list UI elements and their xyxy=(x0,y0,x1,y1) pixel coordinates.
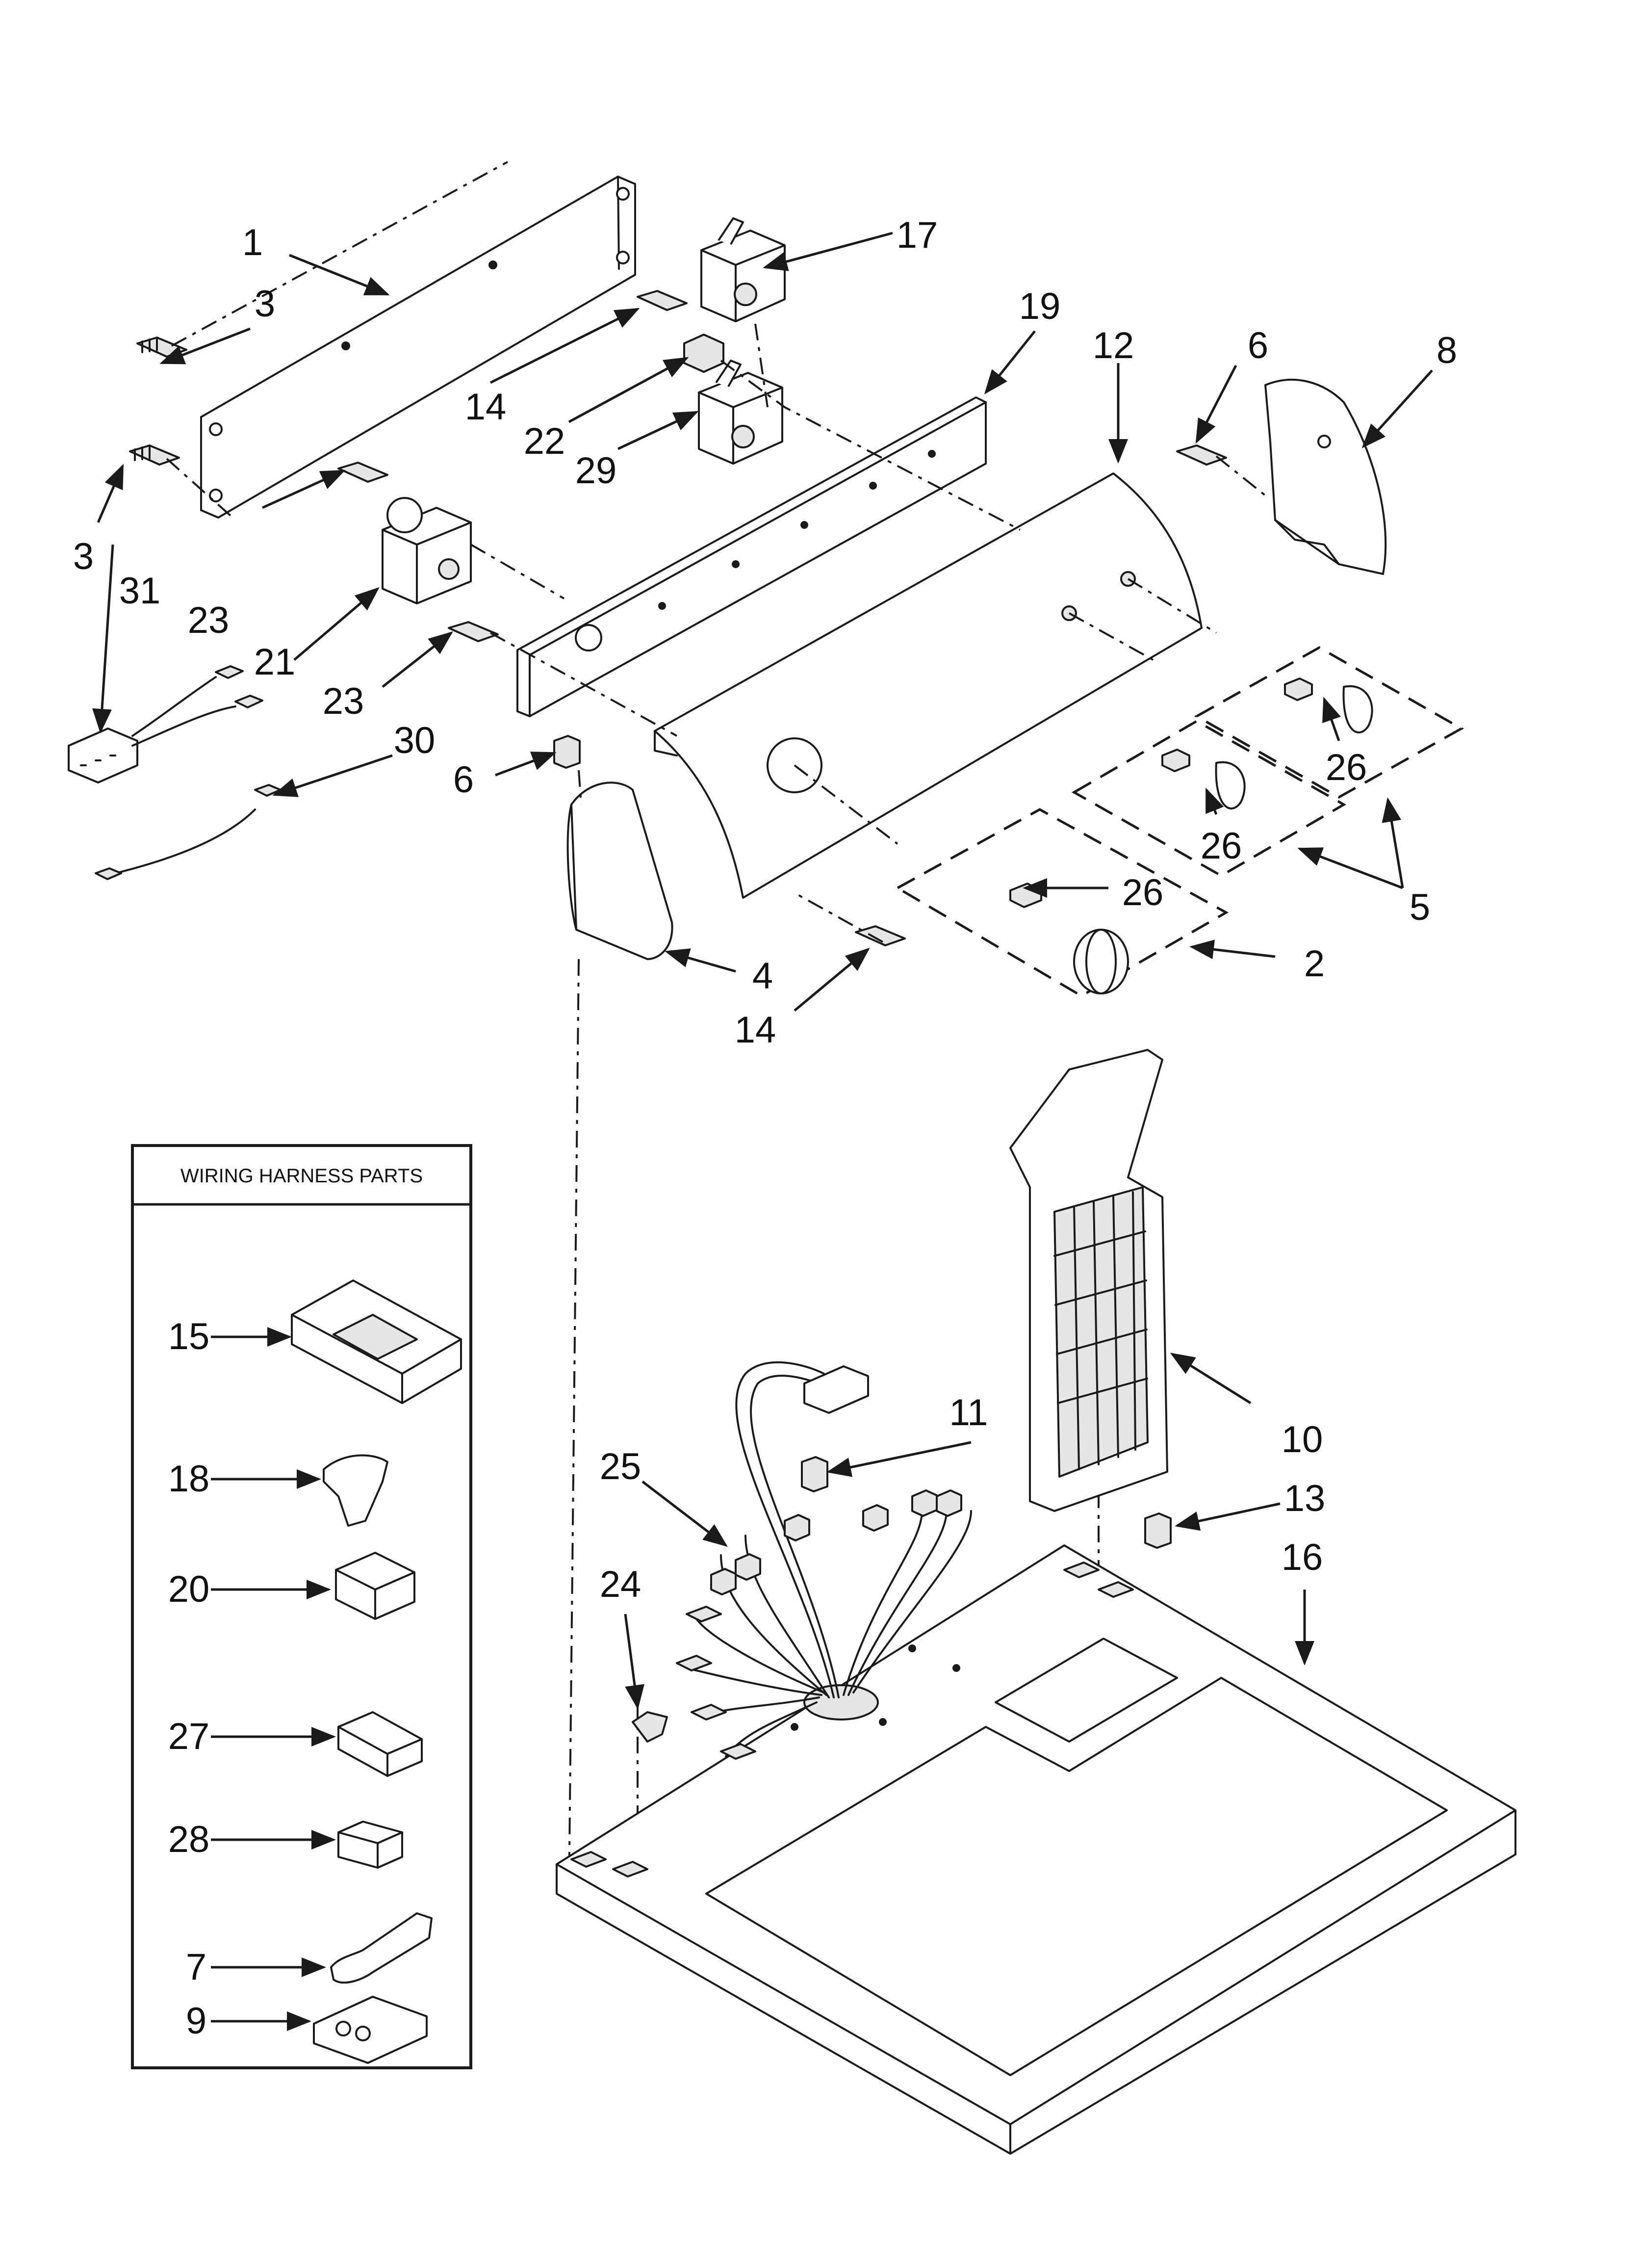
part-29-switch xyxy=(698,360,783,465)
part-3-screw-upper xyxy=(136,337,187,358)
callout-8: 8 xyxy=(1437,330,1457,371)
part-30-wire xyxy=(95,784,282,880)
callout-23-upper: 23 xyxy=(188,600,230,641)
part-17-switch xyxy=(700,217,786,322)
harness-parts-title: WIRING HARNESS PARTS xyxy=(180,1165,423,1187)
part-1-mounting-bracket xyxy=(200,176,636,519)
callout-4: 4 xyxy=(752,955,773,997)
part-28-connector xyxy=(337,1821,403,1869)
part-20-connector xyxy=(335,1552,415,1620)
part-15-connector-block xyxy=(291,1279,462,1404)
callout-13: 13 xyxy=(1284,1478,1326,1519)
callout-15: 15 xyxy=(168,1316,210,1357)
callout-30: 30 xyxy=(394,720,436,761)
part-21-timer xyxy=(382,497,472,604)
part-8-end-cap-right xyxy=(1264,379,1387,575)
part-6-screw-left xyxy=(553,735,581,769)
callout-10: 10 xyxy=(1282,1419,1323,1460)
callout-7: 7 xyxy=(186,1946,206,1988)
callout-17: 17 xyxy=(897,214,938,256)
part-10-lint-screen xyxy=(1009,1049,1168,1512)
callout-3-upper: 3 xyxy=(255,283,275,325)
callout-5: 5 xyxy=(1410,886,1430,928)
callout-12: 12 xyxy=(1093,325,1134,366)
callout-labels: 1 3 3 17 14 22 29 19 12 6 8 31 23 21 23 … xyxy=(73,214,1457,2042)
callout-1: 1 xyxy=(242,222,263,263)
callout-20: 20 xyxy=(168,1568,210,1610)
part-16-top-panel xyxy=(556,1544,1516,2155)
knob-box-2 xyxy=(895,808,1229,997)
part-25-main-harness xyxy=(676,1361,972,1760)
callout-26-upper: 26 xyxy=(1326,747,1367,788)
part-23-screw-lower xyxy=(448,621,499,642)
part-18-clip xyxy=(323,1454,388,1527)
part-23-screw-upper xyxy=(337,462,388,483)
callout-9: 9 xyxy=(186,2000,206,2042)
callout-23-lower: 23 xyxy=(323,680,364,722)
knob-box-5-upper xyxy=(1194,646,1464,799)
part-24-clip xyxy=(632,1711,668,1743)
callout-14-upper: 14 xyxy=(465,386,507,428)
callout-6-right: 6 xyxy=(1248,325,1268,366)
callout-19: 19 xyxy=(1019,286,1061,327)
part-14-screw-lower xyxy=(855,925,906,946)
callout-18: 18 xyxy=(168,1458,210,1500)
callout-16: 16 xyxy=(1282,1537,1323,1578)
part-7-terminal xyxy=(330,1912,433,1984)
part-6-screw-right xyxy=(1176,444,1227,466)
callout-21: 21 xyxy=(254,641,296,683)
callout-26-middle: 26 xyxy=(1201,825,1242,867)
callout-2: 2 xyxy=(1304,943,1325,985)
callout-3-lower: 3 xyxy=(73,536,94,577)
callout-28: 28 xyxy=(168,1819,210,1860)
part-31-harness xyxy=(68,665,263,783)
callout-26-lower: 26 xyxy=(1122,872,1164,913)
callout-11: 11 xyxy=(949,1392,988,1434)
part-11-screw xyxy=(801,1456,828,1492)
part-13-screw xyxy=(1144,1512,1172,1549)
part-19-control-plate xyxy=(516,396,987,717)
part-9-terminal-housing xyxy=(313,1996,428,2064)
callout-29: 29 xyxy=(575,450,617,492)
callout-31: 31 xyxy=(119,570,161,612)
part-27-connector xyxy=(337,1711,423,1777)
harness-parts-panel: WIRING HARNESS PARTS xyxy=(131,1144,472,2069)
callout-6-left: 6 xyxy=(453,759,474,801)
part-3-screw-lower xyxy=(129,444,180,466)
callout-24: 24 xyxy=(600,1564,641,1605)
part-4-end-cap-left xyxy=(566,782,673,960)
callout-27: 27 xyxy=(168,1716,210,1757)
callout-22: 22 xyxy=(524,420,565,462)
part-14-screw-upper xyxy=(637,290,688,311)
part-22-connector xyxy=(683,334,724,373)
callout-arrows xyxy=(92,232,1433,2031)
callout-25: 25 xyxy=(600,1446,641,1487)
callout-14-lower: 14 xyxy=(735,1009,776,1051)
